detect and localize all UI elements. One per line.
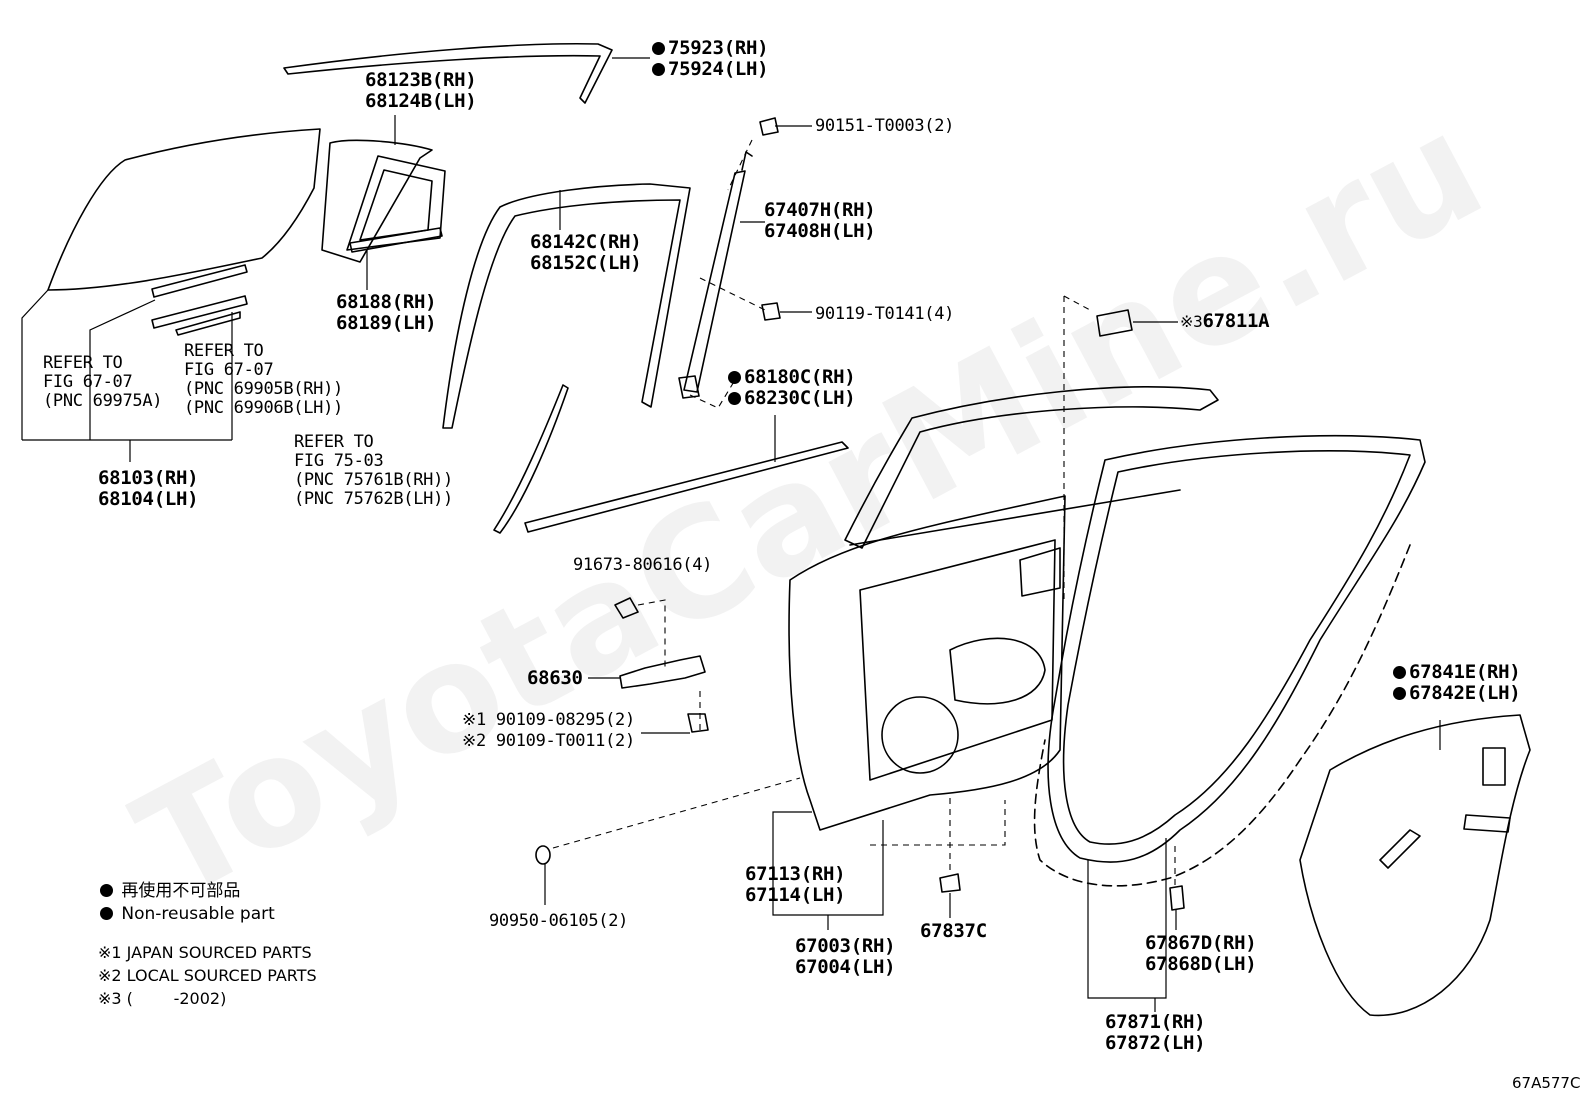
non-reusable-dot-icon: [100, 884, 113, 897]
label-67837c: 67837C: [920, 920, 987, 942]
label-67407h: 67407H(RH)67408H(LH): [764, 199, 876, 242]
weatherstrip-clip-part: [1169, 885, 1185, 911]
label-68142c: 68142C(RH)68152C(LH): [530, 231, 642, 274]
label-67113: 67113(RH)67114(LH): [745, 863, 846, 906]
non-reusable-dot-icon: [1393, 687, 1406, 700]
label-67841e: 67841E(RH)67842E(LH): [1393, 662, 1521, 704]
label-67867d: 67867D(RH)67868D(LH): [1145, 932, 1257, 975]
label-67871: 67871(RH)67872(LH): [1105, 1011, 1206, 1054]
non-reusable-dot-icon: [728, 371, 741, 384]
legend-non-reusable-en: Non-reusable part: [100, 903, 275, 926]
clip-part: [1096, 309, 1133, 337]
label-91673: 91673-80616(4): [573, 555, 713, 575]
hinge-part: [619, 655, 706, 689]
non-reusable-dot-icon: [652, 42, 665, 55]
door-glass-part: [47, 128, 321, 291]
service-hole-cover-part: [1299, 714, 1531, 1017]
label-68180c: 68180C(RH)68230C(LH): [728, 367, 856, 409]
legend-note-3: ※3 ( -2002): [98, 989, 227, 1008]
run-channel-part: [442, 183, 691, 429]
non-reusable-dot-icon: [100, 907, 113, 920]
legend-non-reusable-jp: 再使用不可部品: [100, 880, 240, 903]
label-68123b: 68123B(RH)68124B(LH): [365, 69, 477, 112]
non-reusable-dot-icon: [1393, 666, 1406, 679]
label-68630: 68630: [527, 667, 583, 689]
label-90151: 90151-T0003(2): [815, 116, 955, 136]
hole-plug-part: [535, 845, 551, 865]
legend-note-2: ※2 LOCAL SOURCED PARTS: [98, 966, 317, 985]
inner-weatherstrip-part: [1033, 544, 1411, 887]
label-90109-08295: ※1 90109-08295(2): [462, 710, 635, 730]
label-90109-t0011: ※2 90109-T0011(2): [462, 731, 635, 751]
label-75923: 75923(RH): [652, 38, 769, 59]
lower-clip-part: [939, 873, 961, 893]
door-shell-part: [788, 386, 1219, 831]
roof-moulding-part: [283, 42, 613, 104]
label-67003: 67003(RH)67004(LH): [795, 935, 896, 978]
non-reusable-dot-icon: [652, 63, 665, 76]
non-reusable-dot-icon: [728, 392, 741, 405]
legend-note-1: ※1 JAPAN SOURCED PARTS: [98, 943, 312, 962]
label-68103: 68103(RH)68104(LH): [98, 467, 199, 510]
glass-channel-part: [151, 264, 248, 336]
figure-code: 67A577C: [1512, 1074, 1581, 1092]
label-68188: 68188(RH)68189(LH): [336, 291, 437, 334]
fixed-glass-part: [493, 384, 569, 534]
label-67811a: ※367811A: [1180, 310, 1270, 332]
bolt-part: [614, 117, 781, 733]
quarter-window-frame-part: [346, 155, 446, 253]
belt-moulding-part: [524, 441, 849, 533]
label-75924: 75924(LH): [652, 59, 769, 80]
door-weatherstrip-part: [1047, 434, 1426, 863]
label-90119: 90119-T0141(4): [815, 304, 955, 324]
label-90950: 90950-06105(2): [489, 911, 629, 931]
